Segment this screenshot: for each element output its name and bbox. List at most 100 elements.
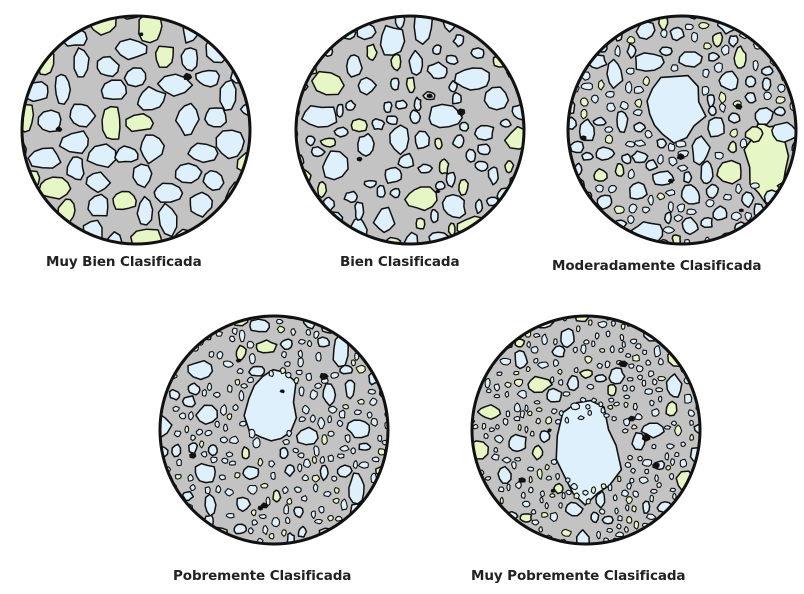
grain-circle-pobremente — [156, 312, 392, 548]
quartz-grain — [559, 380, 563, 386]
feldspar-grain — [601, 484, 606, 489]
quartz-grain — [556, 474, 560, 480]
quartz-grain — [554, 339, 558, 345]
feldspar-grain — [658, 377, 666, 381]
quartz-grain — [378, 436, 382, 442]
quartz-grain — [684, 172, 692, 183]
quartz-grain — [597, 363, 603, 368]
quartz-grain — [353, 461, 357, 469]
feldspar-grain — [358, 399, 365, 404]
feldspar-grain — [261, 483, 268, 488]
quartz-grain — [446, 173, 455, 188]
quartz-grain — [368, 389, 375, 394]
quartz-grain — [101, 80, 126, 99]
caption-moderadamente: Moderadamente Clasificada — [552, 258, 761, 274]
quartz-grain — [505, 392, 508, 398]
quartz-grain — [763, 78, 771, 91]
quartz-grain — [633, 110, 642, 116]
quartz-grain — [574, 368, 578, 373]
quartz-grain — [414, 97, 421, 110]
quartz-grain — [396, 100, 407, 109]
quartz-grain — [642, 380, 646, 386]
feldspar-grain — [294, 378, 299, 384]
quartz-grain — [372, 119, 384, 130]
quartz-grain — [532, 520, 539, 525]
feldspar-grain — [577, 326, 581, 332]
quartz-grain — [608, 484, 612, 490]
quartz-grain — [607, 529, 613, 533]
quartz-grain — [642, 460, 651, 467]
quartz-grain — [460, 122, 469, 130]
quartz-grain — [372, 457, 379, 461]
quartz-grain — [665, 426, 671, 429]
quartz-grain — [628, 216, 634, 224]
quartz-grain — [625, 462, 631, 467]
feldspar-grain — [528, 411, 532, 416]
quartz-grain — [622, 154, 631, 164]
quartz-grain — [606, 91, 615, 97]
grain-circle-muy-bien — [18, 12, 254, 248]
quartz-grain — [332, 476, 337, 481]
quartz-grain — [180, 413, 186, 419]
quartz-grain — [582, 153, 593, 161]
quartz-grain — [499, 487, 504, 492]
quartz-grain — [599, 509, 605, 514]
quartz-grain — [230, 336, 235, 342]
quartz-grain — [211, 457, 218, 463]
quartz-grain — [534, 401, 540, 404]
feldspar-grain — [251, 510, 256, 516]
quartz-grain — [299, 340, 306, 345]
quartz-grain — [523, 501, 530, 507]
quartz-grain — [591, 512, 599, 522]
quartz-grain — [509, 435, 526, 452]
feldspar-grain — [675, 425, 682, 436]
quartz-grain — [219, 475, 225, 480]
quartz-grain — [328, 455, 333, 461]
quartz-grain — [298, 358, 303, 367]
quartz-grain — [599, 402, 603, 407]
quartz-grain — [277, 320, 283, 324]
feldspar-grain — [618, 476, 621, 481]
feldspar-grain — [378, 449, 384, 455]
quartz-grain — [612, 417, 617, 421]
quartz-grain — [655, 475, 659, 481]
quartz-grain — [724, 194, 732, 200]
quartz-grain — [638, 456, 643, 461]
quartz-grain — [669, 474, 673, 480]
quartz-grain — [516, 482, 522, 489]
quartz-grain — [571, 403, 580, 410]
quartz-grain — [471, 48, 484, 58]
quartz-grain — [619, 348, 624, 352]
quartz-grain — [654, 346, 660, 357]
quartz-grain — [701, 161, 713, 184]
quartz-grain — [228, 385, 232, 392]
feldspar-grain — [440, 159, 449, 174]
caption-bien: Bien Clasificada — [340, 254, 459, 270]
feldspar-grain — [282, 530, 287, 537]
quartz-grain — [631, 469, 636, 474]
quartz-grain — [652, 444, 656, 448]
quartz-grain — [627, 483, 632, 489]
caption-pobremente: Pobremente Clasificada — [173, 568, 351, 584]
feldspar-grain — [235, 379, 239, 385]
feldspar-grain — [500, 497, 503, 503]
quartz-grain — [415, 131, 429, 148]
quartz-grain — [665, 453, 669, 460]
quartz-grain — [581, 83, 592, 90]
quartz-grain — [729, 113, 740, 123]
feldspar-grain — [586, 499, 590, 504]
quartz-grain — [494, 395, 500, 398]
feldspar-grain — [624, 402, 628, 407]
quartz-grain — [241, 384, 248, 389]
quartz-grain — [247, 341, 254, 348]
quartz-grain — [205, 430, 212, 435]
feldspar-grain — [156, 46, 174, 67]
feldspar-grain — [514, 371, 519, 374]
quartz-grain — [546, 476, 551, 480]
caption-muy-pobremente: Muy Pobremente Clasificada — [471, 568, 685, 584]
feldspar-grain — [113, 192, 136, 210]
quartz-grain — [541, 491, 545, 497]
quartz-grain — [339, 410, 345, 418]
quartz-grain — [358, 134, 374, 157]
quartz-grain — [592, 341, 595, 346]
